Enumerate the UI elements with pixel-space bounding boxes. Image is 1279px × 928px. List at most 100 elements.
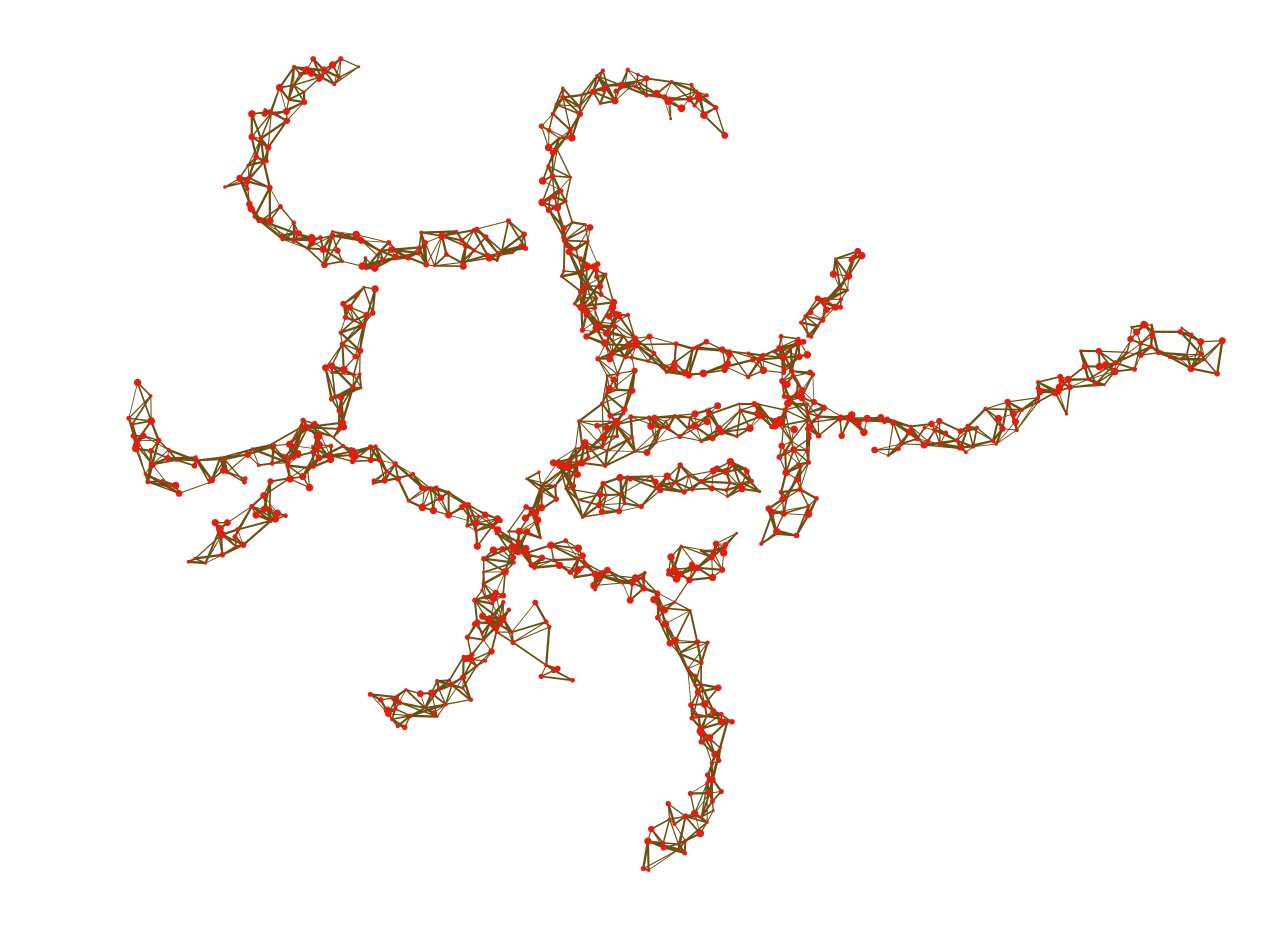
graph-edge [342,286,365,305]
graph-node [788,368,795,374]
graph-node [603,463,608,468]
graph-node [167,484,172,489]
graph-node [738,408,743,413]
graph-node [479,612,487,620]
graph-edge [812,374,815,403]
graph-node [486,615,493,622]
graph-edge [438,688,447,705]
graph-edge [151,440,160,465]
graph-node [806,334,810,338]
graph-node [314,446,320,452]
graph-node [336,426,342,432]
graph-node [429,506,438,515]
graph-edge [465,229,475,247]
graph-node [464,634,471,640]
graph-node [553,203,562,212]
graph-edge [267,112,272,148]
graph-edge [341,344,345,370]
graph-node [473,542,481,550]
graph-node [615,434,620,439]
graph-edge [545,627,551,666]
graph-edge [614,80,638,102]
graph-edge [1007,396,1039,403]
graph-node [252,214,257,219]
graph-node [564,486,568,491]
graph-edge [700,732,713,764]
graph-node [394,475,402,482]
graph-node [433,264,436,268]
graph-node [773,527,781,536]
graph-edge [696,641,703,664]
graph-edge [260,119,288,140]
graph-node [311,464,316,469]
graph-node [725,718,730,724]
graph-node [646,333,653,340]
graph-edge [617,314,636,340]
graph-node [718,788,724,795]
graph-edge [293,84,305,103]
graph-edge [804,315,823,321]
graph-node [814,295,821,302]
graph-node [261,110,268,117]
graph-node [570,677,575,683]
graph-edge [562,96,581,115]
graph-edge [250,113,262,139]
graph-node [790,425,798,434]
graph-node [490,601,494,606]
graph-node [704,772,711,778]
graph-node [714,402,722,410]
graph-node [704,93,709,98]
graph-node [373,444,378,449]
graph-edge [601,403,604,438]
graph-node [696,829,705,838]
graph-node [597,491,604,498]
graph-node [315,441,323,449]
graph-node [143,471,147,476]
graph-node [577,419,581,424]
graph-edge [810,325,819,338]
graph-edge [322,248,343,263]
graph-node [999,425,1006,432]
graph-node [445,511,453,519]
graph-node [538,177,547,185]
graph-node [633,84,638,89]
graph-node [1185,353,1189,357]
graph-node [896,446,901,451]
graph-node [1095,362,1104,371]
graph-edge [490,631,498,652]
graph-node [788,345,793,350]
graph-edge [664,81,672,97]
graph-node [687,473,691,478]
graph-node [661,606,669,614]
graph-node [537,470,541,474]
graph-edge [679,427,698,438]
graph-edge [333,58,342,85]
graph-node [272,445,276,448]
graph-edge [196,458,225,462]
graph-edge [293,76,322,86]
graph-node [709,435,716,442]
graph-node [640,585,647,592]
graph-edge [476,228,503,252]
graph-edge [1180,331,1202,343]
graph-edge [967,426,974,447]
graph-node [686,576,693,584]
graph-node [698,660,704,666]
graph-node [292,64,297,70]
graph-node [393,706,398,712]
graph-node [837,304,844,310]
graph-edge [483,557,515,564]
graph-node [287,98,291,101]
graph-node [303,423,307,427]
graph-node [860,428,868,437]
graph-node [718,745,722,750]
graph-node [603,342,608,347]
graph-node [669,117,673,121]
graph-node [447,490,451,494]
graph-node [1014,428,1019,433]
graph-node [362,285,366,289]
graph-edge [574,421,580,449]
graph-node [422,240,428,246]
graph-node [615,372,620,377]
graph-node [415,250,421,256]
